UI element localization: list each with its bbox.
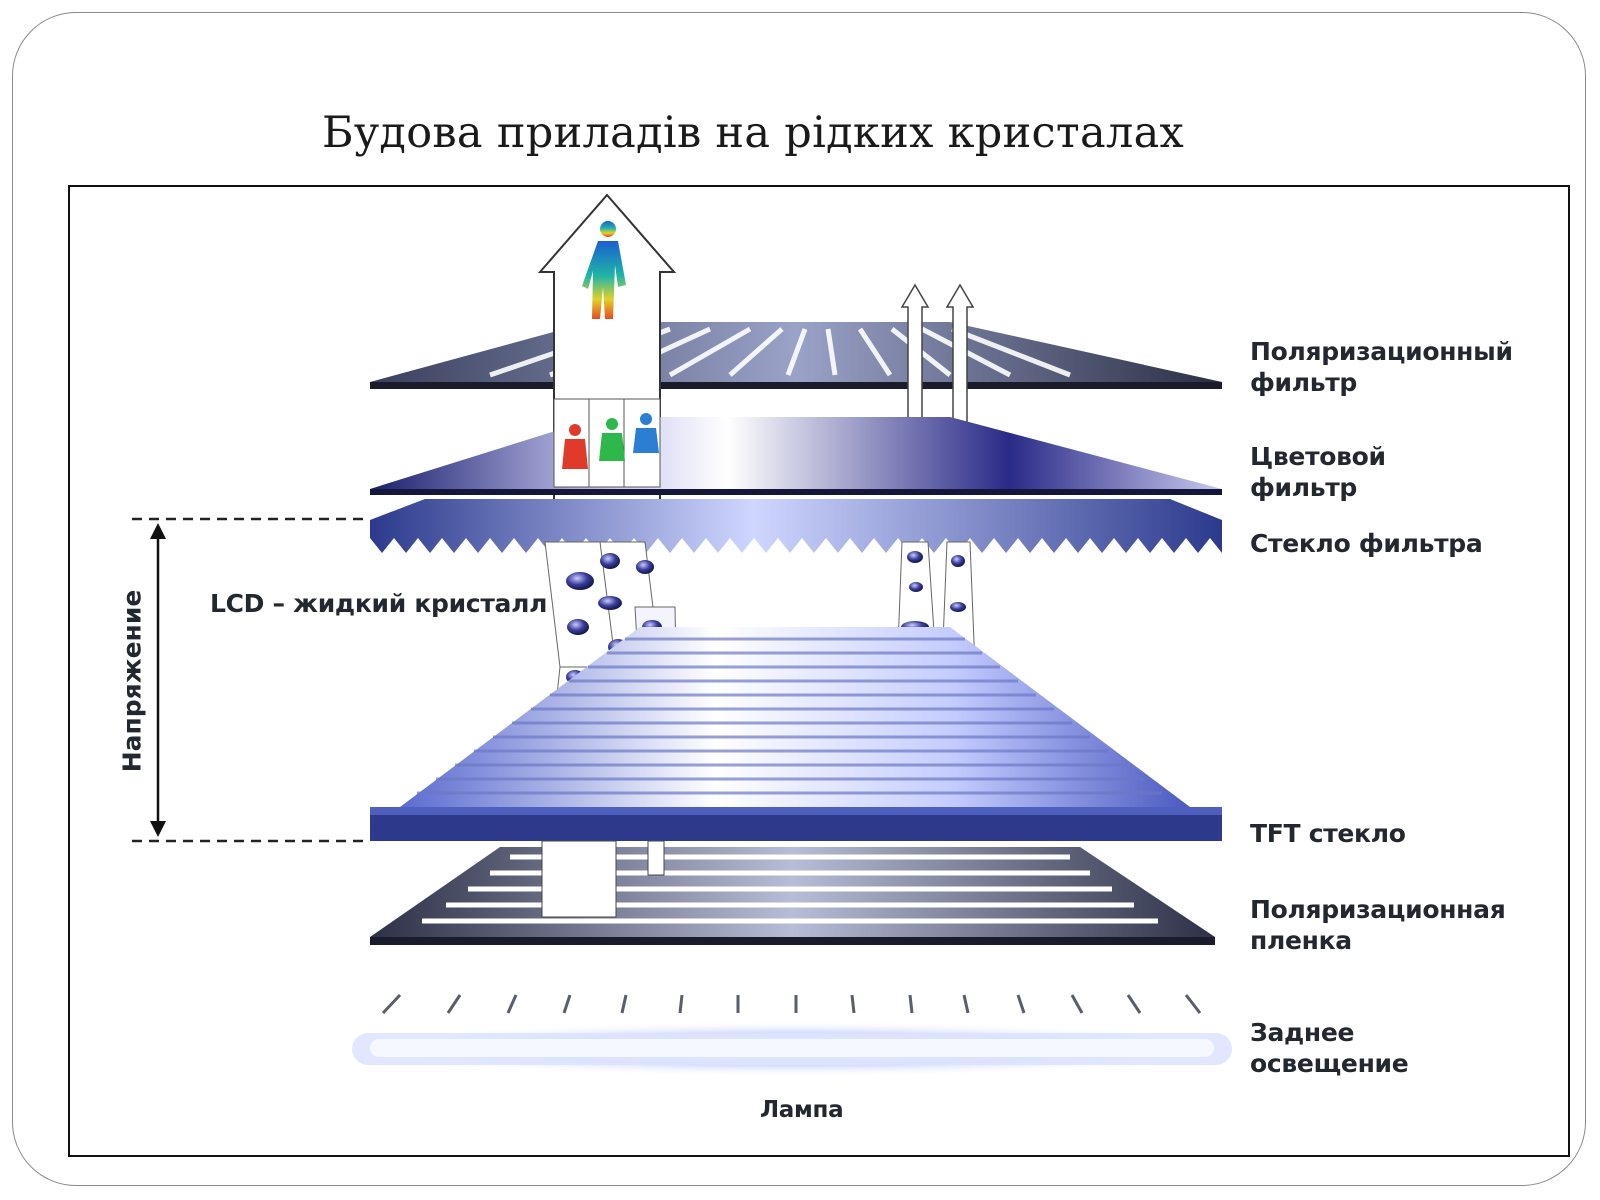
label-polarizing-filter: Поляризационный фильтр (1250, 337, 1513, 397)
person-figure (582, 221, 626, 319)
small-output-arrows (900, 283, 975, 443)
label-backlight: Заднее освещение (1250, 1018, 1409, 1078)
backlight-rays (381, 993, 1202, 1015)
label-polarizing-film: Поляризационная пленка (1250, 895, 1506, 955)
backlight-lamp (336, 1021, 1256, 1077)
polarizing-film-layer (370, 840, 1215, 945)
diagram-graphics (132, 193, 1256, 1077)
rgb-person-figures (562, 413, 659, 469)
tft-glass-layer (370, 627, 1222, 841)
filter-glass-layer (370, 499, 1222, 553)
slide-frame (12, 12, 1586, 1186)
label-lcd-liquid-crystal: LCD – жидкий кристалл (210, 589, 548, 618)
color-filter-layer (370, 398, 1222, 495)
label-color-filter: Цветовой фильтр (1250, 442, 1386, 502)
polarizing-filter-layer (370, 322, 1222, 389)
slide-title: Будова приладів на рідких кристалах (321, 108, 1185, 158)
label-filter-glass: Стекло фильтра (1250, 529, 1483, 558)
voltage-indicator (132, 517, 370, 843)
label-tft-glass: TFT стекло (1250, 819, 1406, 848)
lcd-structure-diagram: Поляризационный фильтр Цветовой фильтр С… (68, 185, 1570, 1157)
label-lamp: Лампа (760, 1097, 844, 1123)
